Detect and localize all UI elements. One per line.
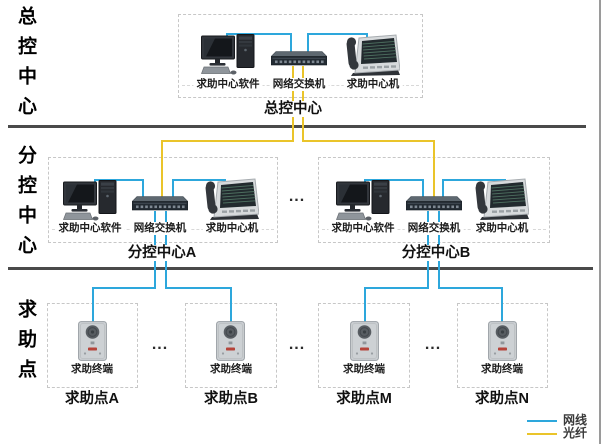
help-terminal-icon [488,321,517,361]
point-b-label: 求助点B [201,391,261,407]
ellipsis-sub-centers: ... [288,188,306,205]
computer-label: 求助中心软件 [55,222,125,235]
ellipsis-points-2: ... [288,336,306,353]
network-cable-segment [422,179,424,198]
fiber-cable-segment [161,140,294,142]
sub-center-a-box [48,157,278,243]
phone-label: 求助中心机 [202,222,262,235]
ip-phone-icon [346,33,400,77]
network-switch-icon [406,196,462,212]
network-cable-segment [364,287,366,322]
fiber-cable-segment [433,140,435,202]
network-cable-segment [307,33,368,35]
network-switch-icon [271,51,327,67]
network-cable-segment [307,33,309,53]
ip-phone-icon [205,177,259,221]
network-cable-segment [364,179,424,181]
fiber-cable-segment [302,140,435,142]
network-cable-segment [172,179,226,181]
point-a-label: 求助点A [62,391,122,407]
network-cable-segment [230,287,232,322]
legend-fiber-line [527,433,557,435]
ip-phone-icon [475,177,529,221]
network-cable-segment [172,179,174,198]
network-cable-segment [142,179,144,198]
switch-label: 网络交换机 [130,222,190,235]
fiber-cable-segment [161,140,163,202]
computer-label: 求助中心软件 [193,78,263,91]
ellipsis-points-1: ... [151,336,169,353]
network-cable-segment [165,287,232,289]
sub-center-b-label: 分控中心B [398,245,474,261]
tier-label-master: 总控中心 [15,6,36,126]
network-cable-segment [438,287,503,289]
computer-icon [336,180,390,222]
network-cable-segment [226,33,292,35]
master-center-label: 总控中心 [261,101,325,117]
computer-label: 求助中心软件 [328,222,398,235]
switch-label: 网络交换机 [404,222,464,235]
network-cable-segment [364,287,429,289]
ellipsis-points-3: ... [424,336,442,353]
tier-divider-2 [8,267,593,270]
legend-network-line [527,420,557,422]
network-cable-segment [442,179,444,198]
computer-icon [201,34,255,76]
terminal-label: 求助终端 [478,363,526,376]
phone-label: 求助中心机 [472,222,532,235]
tier-label-sub: 分控中心 [15,145,36,265]
sub-center-a-label: 分控中心A [124,245,200,261]
help-terminal-icon [216,321,245,361]
terminal-label: 求助终端 [340,363,388,376]
phone-label: 求助中心机 [343,78,403,91]
network-cable-segment [501,287,503,322]
tier-label-points: 求助点 [15,299,36,389]
point-m-label: 求助点M [333,391,395,407]
network-cable-segment [92,287,156,289]
point-n-label: 求助点N [472,391,532,407]
tier-divider-1 [8,125,586,128]
help-terminal-icon [350,321,379,361]
legend-fiber-label: 光纤 [563,426,588,440]
master-center-box [178,14,423,98]
terminal-label: 求助终端 [207,363,255,376]
network-cable-segment [94,179,144,181]
network-switch-icon [132,196,188,212]
computer-icon [63,180,117,222]
legend-network-label: 网线 [563,413,588,427]
terminal-label: 求助终端 [68,363,116,376]
network-cable-segment [92,287,94,322]
network-cable-segment [290,33,292,53]
switch-label: 网络交换机 [269,78,329,91]
network-cable-segment [442,179,506,181]
help-terminal-icon [78,321,107,361]
